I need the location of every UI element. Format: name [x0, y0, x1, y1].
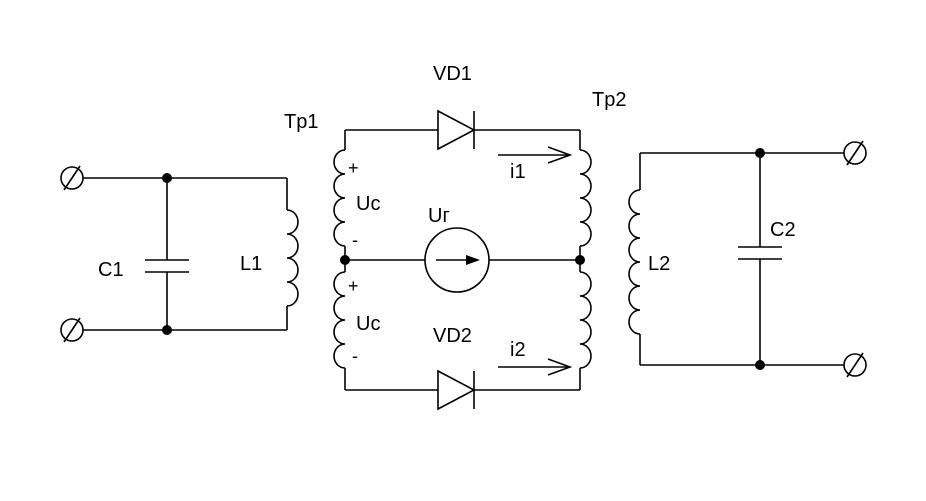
capacitor-c1	[145, 178, 189, 330]
vd2-label: VD2	[433, 325, 472, 347]
tp2-winding-top	[579, 130, 592, 260]
tp1-label: Tp1	[284, 111, 318, 133]
capacitor-c2	[738, 153, 782, 365]
l1-label: L1	[240, 253, 262, 275]
current-arrow-i2-icon	[498, 358, 573, 376]
polarity-plus-bottom: +	[348, 276, 359, 296]
tp1-winding-bottom	[333, 260, 346, 390]
inductor-l1	[286, 178, 299, 330]
tp1-winding-top	[333, 130, 346, 260]
input-terminal-bottom	[60, 317, 84, 343]
tp2-winding-bottom	[579, 260, 592, 390]
c2-label: C2	[770, 219, 796, 241]
ur-label: Uг	[428, 205, 450, 227]
polarity-minus-bottom: -	[352, 346, 358, 366]
junction-dot	[575, 255, 585, 265]
output-terminal-top	[843, 140, 867, 166]
output-terminal-bottom	[843, 352, 867, 378]
i1-label: i1	[510, 161, 526, 183]
uc-top-label: Uc	[356, 193, 380, 215]
voltage-source-icon	[424, 227, 490, 293]
current-arrow-i1-icon	[498, 146, 573, 164]
l2-label: L2	[648, 253, 670, 275]
c1-label: C1	[98, 259, 124, 281]
i2-label: i2	[510, 339, 526, 361]
polarity-plus-top: +	[348, 158, 359, 178]
vd1-label: VD1	[433, 63, 472, 85]
junction-dot	[340, 255, 350, 265]
inductor-l2	[628, 153, 641, 365]
polarity-minus-top: -	[352, 230, 358, 250]
diode-vd1	[437, 109, 476, 151]
uc-bottom-label: Uc	[356, 313, 380, 335]
input-terminal-top	[60, 165, 84, 191]
tp2-label: Tp2	[592, 89, 626, 111]
diode-vd2	[437, 369, 476, 411]
